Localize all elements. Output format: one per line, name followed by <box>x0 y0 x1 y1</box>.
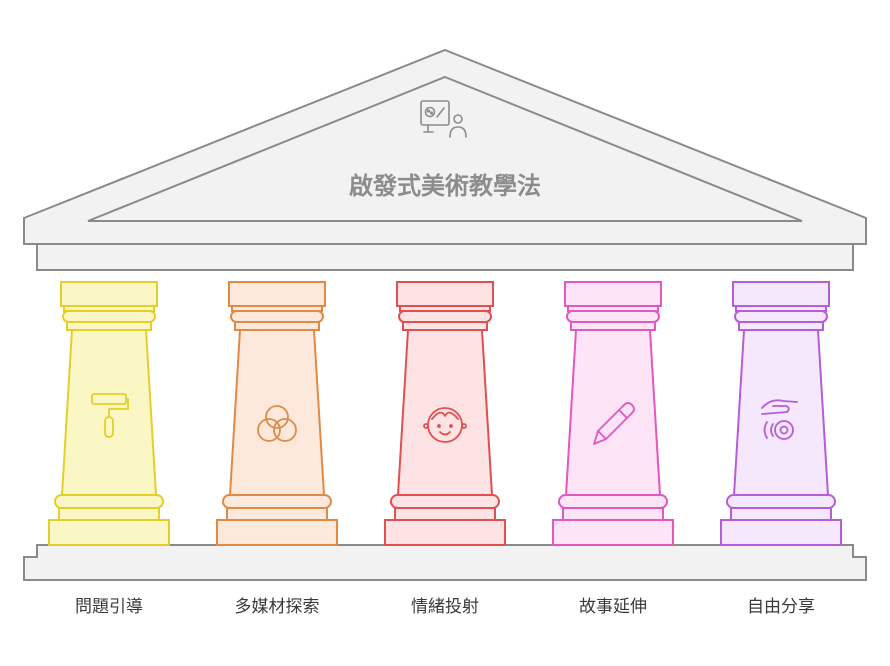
pencil-icon <box>593 402 635 445</box>
pillar-label-2: 多媒材探索 <box>235 597 320 617</box>
pillar-label-5: 自由分享 <box>747 597 815 617</box>
overlapping-circles-icon <box>257 405 297 442</box>
pillar-2 <box>216 281 338 546</box>
pillar-3 <box>384 281 506 546</box>
pillar-1 <box>48 281 170 546</box>
pillars <box>48 281 842 546</box>
paint-roller-icon <box>91 393 129 438</box>
pillar-label-1: 問題引導 <box>75 597 143 617</box>
hand-sharing-icon <box>761 399 798 440</box>
temple-base <box>23 544 867 581</box>
art-teaching-icon <box>420 100 467 138</box>
pillar-5 <box>720 281 842 546</box>
pillar-4 <box>552 281 674 546</box>
smiling-face-icon <box>423 407 467 443</box>
temple-roof <box>23 48 867 271</box>
pillar-label-4: 故事延伸 <box>579 597 647 617</box>
pillar-label-3: 情緒投射 <box>411 597 479 617</box>
page-title: 啟發式美術教學法 <box>349 172 541 200</box>
